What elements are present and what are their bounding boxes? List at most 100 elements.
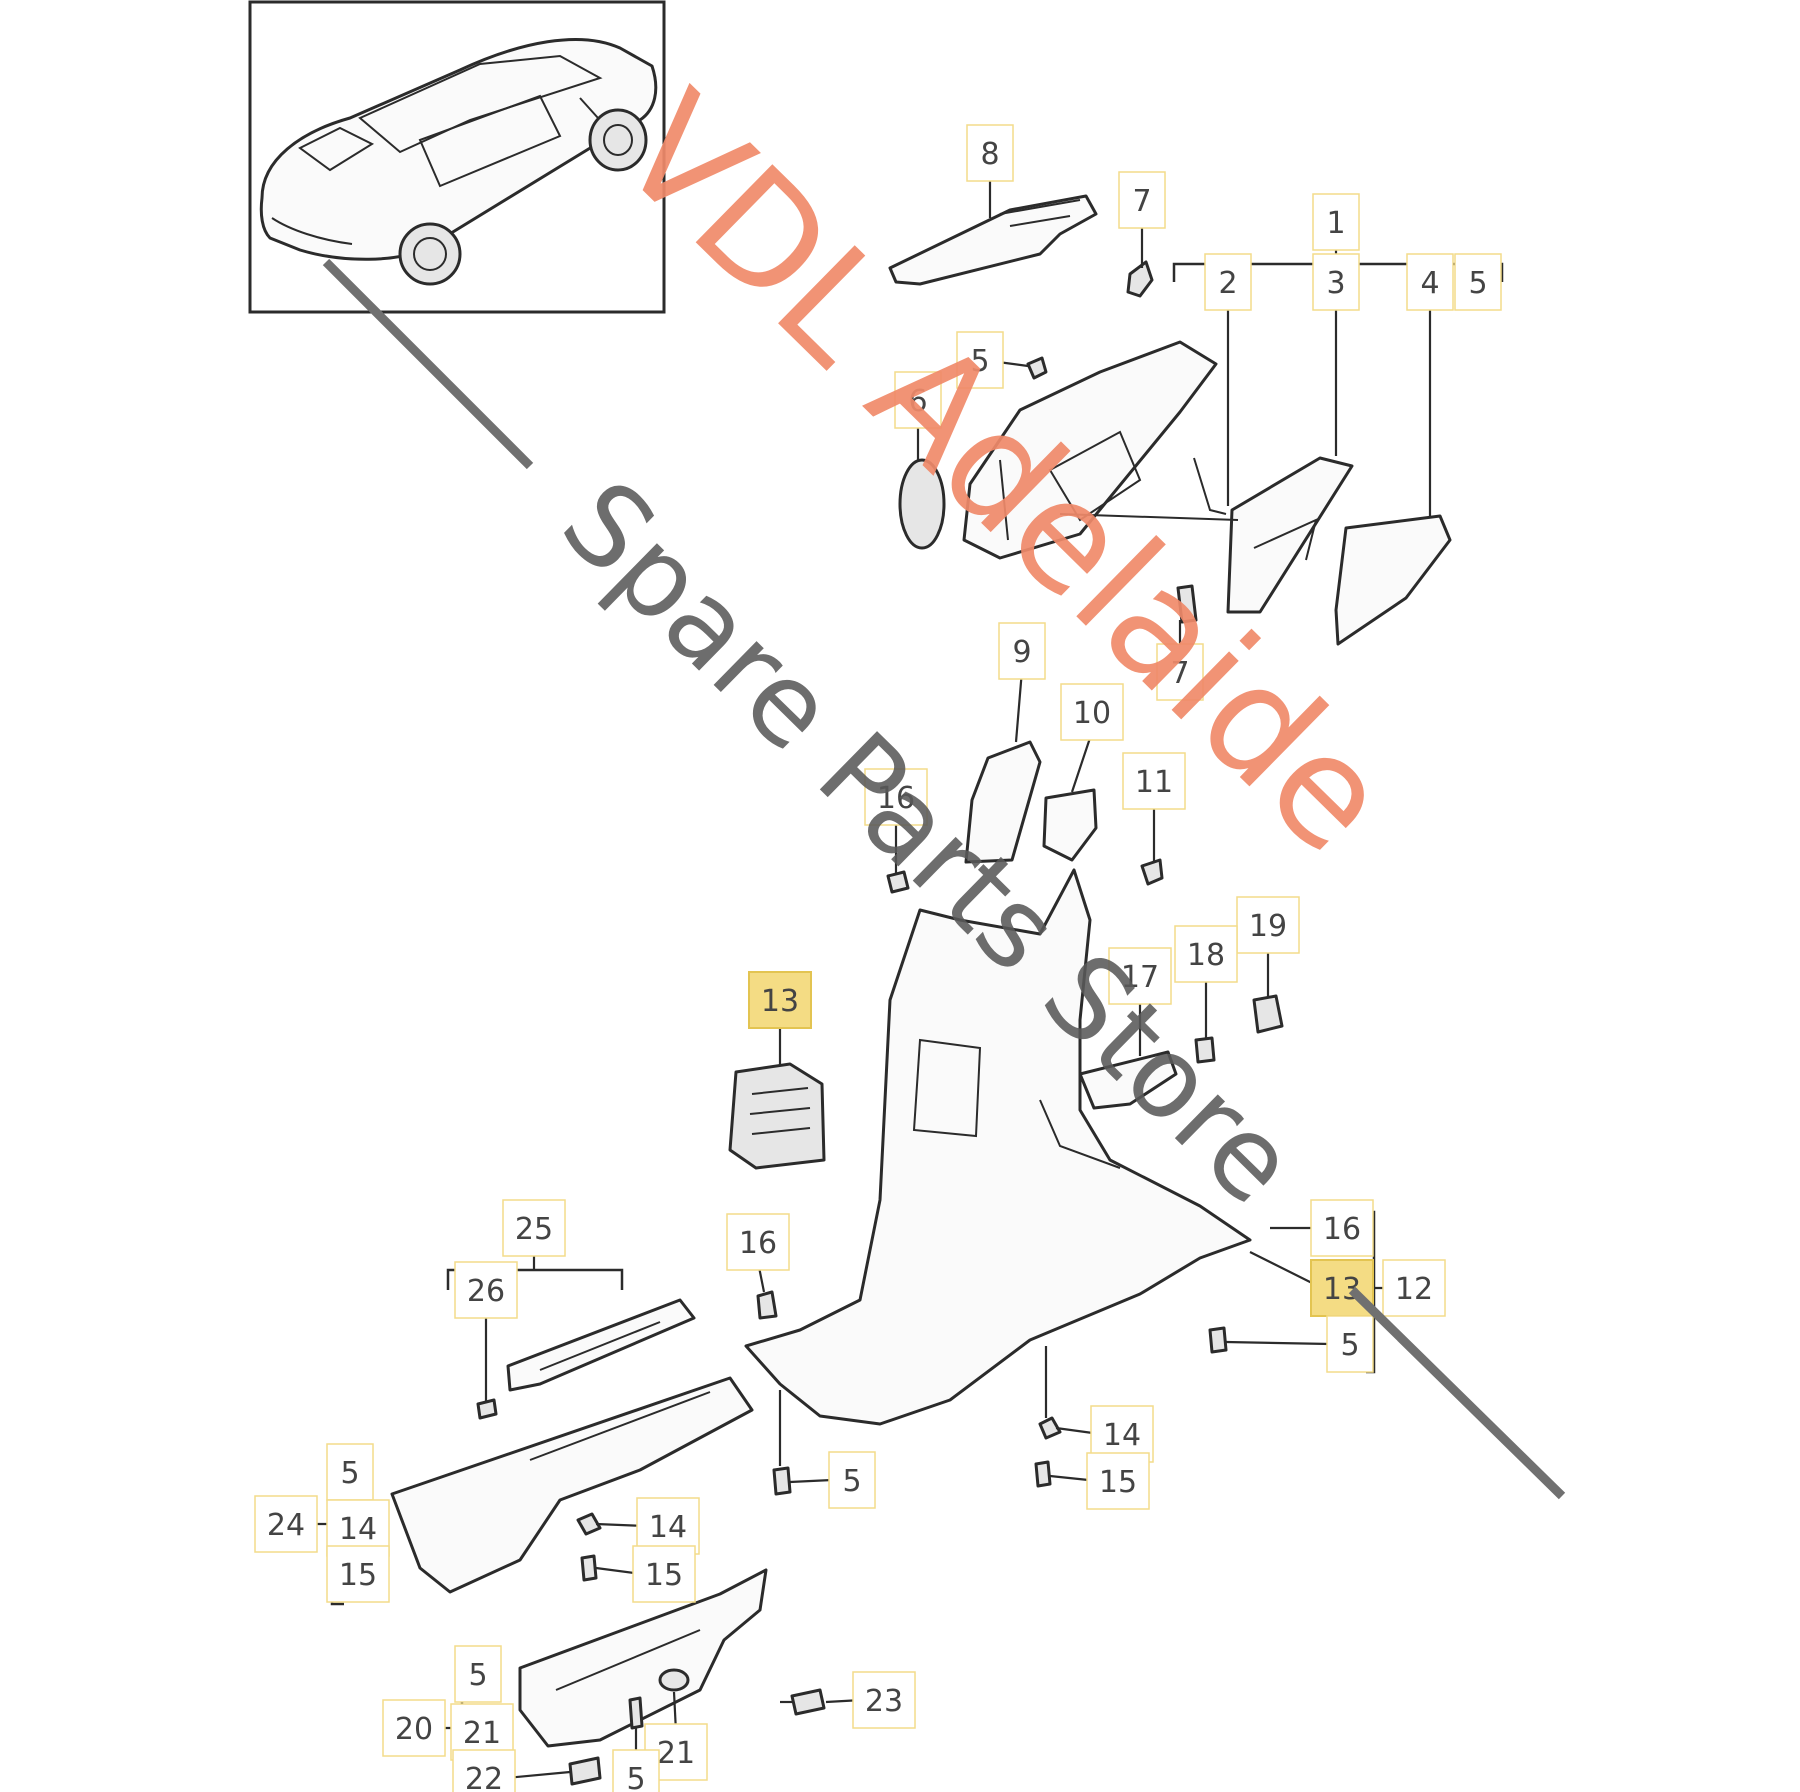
callout-number: 8 <box>980 137 999 172</box>
part-5-fastener-lower <box>628 1696 644 1730</box>
callout-box <box>612 1749 660 1792</box>
callout-18: 18 <box>1174 925 1238 983</box>
part-2-wire <box>1193 457 1227 515</box>
callout-5: 5 <box>828 1451 876 1509</box>
part-23-bolt-head <box>790 1688 826 1716</box>
callout-box <box>452 1749 516 1792</box>
part-9-bracket <box>964 740 1042 864</box>
callout-number: 5 <box>626 1762 645 1792</box>
part-7-screw-lower <box>1176 584 1198 624</box>
callout-number: 25 <box>515 1212 553 1247</box>
callout-box <box>1060 683 1124 741</box>
callout-number: 15 <box>1099 1465 1137 1500</box>
callout-box <box>382 1699 446 1757</box>
callout-number: 14 <box>1103 1418 1141 1453</box>
part-19-clip <box>1252 994 1284 1034</box>
callout-13: 13 <box>748 971 812 1029</box>
callout-box <box>1086 1452 1150 1510</box>
lower-pillar-trim-panel <box>744 868 1252 1426</box>
callout-number: 16 <box>739 1226 777 1261</box>
callout-2: 2 <box>1204 253 1252 311</box>
callout-box <box>1454 253 1502 311</box>
callout-10: 10 <box>1060 683 1124 741</box>
callout-number: 5 <box>1340 1328 1359 1363</box>
callout-24: 24 <box>254 1495 318 1553</box>
callout-number: 4 <box>1420 266 1439 301</box>
callout-box <box>864 768 928 826</box>
callout-box <box>1156 643 1204 701</box>
watermark-line-bottom <box>1348 1286 1566 1500</box>
callout-number: 5 <box>842 1464 861 1499</box>
callout-number: 14 <box>649 1510 687 1545</box>
callout-box <box>1236 896 1300 954</box>
callout-9: 9 <box>998 622 1046 680</box>
callout-number: 9 <box>1012 635 1031 670</box>
callout-6: 6 <box>894 371 942 429</box>
callout-number: 17 <box>1121 960 1159 995</box>
callout-4: 4 <box>1406 253 1454 311</box>
callout-number: 15 <box>339 1558 377 1593</box>
callout-number: 18 <box>1187 938 1225 973</box>
callout-15: 15 <box>632 1545 696 1603</box>
callout-number: 16 <box>1323 1212 1361 1247</box>
callout-16: 16 <box>1310 1199 1374 1257</box>
middle-bracket-parts <box>886 740 1284 1110</box>
sill-cover-trim <box>390 1376 754 1594</box>
callout-number: 11 <box>1135 765 1173 800</box>
callout-box <box>966 124 1014 182</box>
callout-5: 5 <box>326 1443 374 1501</box>
part-13-air-vent <box>728 1062 826 1170</box>
callout-box <box>748 971 812 1029</box>
part-26-connector <box>476 1398 498 1420</box>
callout-box <box>998 622 1046 680</box>
callout-box <box>852 1671 916 1729</box>
part-5-clip-right <box>1208 1326 1228 1354</box>
part-21-cap <box>658 1668 690 1692</box>
callout-number: 21 <box>463 1716 501 1751</box>
callout-number: 16 <box>877 781 915 816</box>
callout-box <box>1118 171 1166 229</box>
callout-number: 6 <box>908 384 927 419</box>
callout-number: 23 <box>865 1684 903 1719</box>
callout-16: 16 <box>864 768 928 826</box>
callout-box <box>454 1645 502 1703</box>
part-14-washer-left <box>576 1512 602 1536</box>
part-22-clip <box>568 1756 602 1786</box>
callout-box <box>828 1451 876 1509</box>
part-7-screw-top <box>1126 260 1154 298</box>
callout-box <box>894 371 942 429</box>
callout-5: 5 <box>1326 1315 1374 1373</box>
watermark-line-top <box>322 258 534 470</box>
callout-box <box>326 1443 374 1501</box>
callout-number: 5 <box>340 1456 359 1491</box>
callout-15: 15 <box>1086 1452 1150 1510</box>
callout-12: 12 <box>1382 1259 1446 1317</box>
callout-number: 13 <box>761 984 799 1019</box>
callout-box <box>1122 752 1186 810</box>
callout-14: 14 <box>636 1497 700 1555</box>
callout-box <box>632 1545 696 1603</box>
callout-box <box>502 1199 566 1257</box>
part-20-lower-bracket <box>518 1568 768 1748</box>
callout-box <box>1108 947 1172 1005</box>
part-15-clip <box>1034 1460 1052 1488</box>
callout-box <box>1312 193 1360 251</box>
callout-number: 24 <box>267 1508 305 1543</box>
callout-26: 26 <box>454 1261 518 1319</box>
callout-number: 1 <box>1326 206 1345 241</box>
callout-box <box>726 1213 790 1271</box>
callout-19: 19 <box>1236 896 1300 954</box>
callout-box <box>1312 253 1360 311</box>
callout-17: 17 <box>1108 947 1172 1005</box>
part-3-panel <box>1226 456 1354 614</box>
callout-number: 5 <box>1468 266 1487 301</box>
upper-trim-parts <box>888 194 1452 646</box>
callout-box <box>1310 1199 1374 1257</box>
callout-box <box>254 1495 318 1553</box>
callout-number: 12 <box>1395 1272 1433 1307</box>
part-5-clip-center <box>772 1466 792 1496</box>
callout-15: 15 <box>326 1545 390 1603</box>
callout-5: 5 <box>1454 253 1502 311</box>
